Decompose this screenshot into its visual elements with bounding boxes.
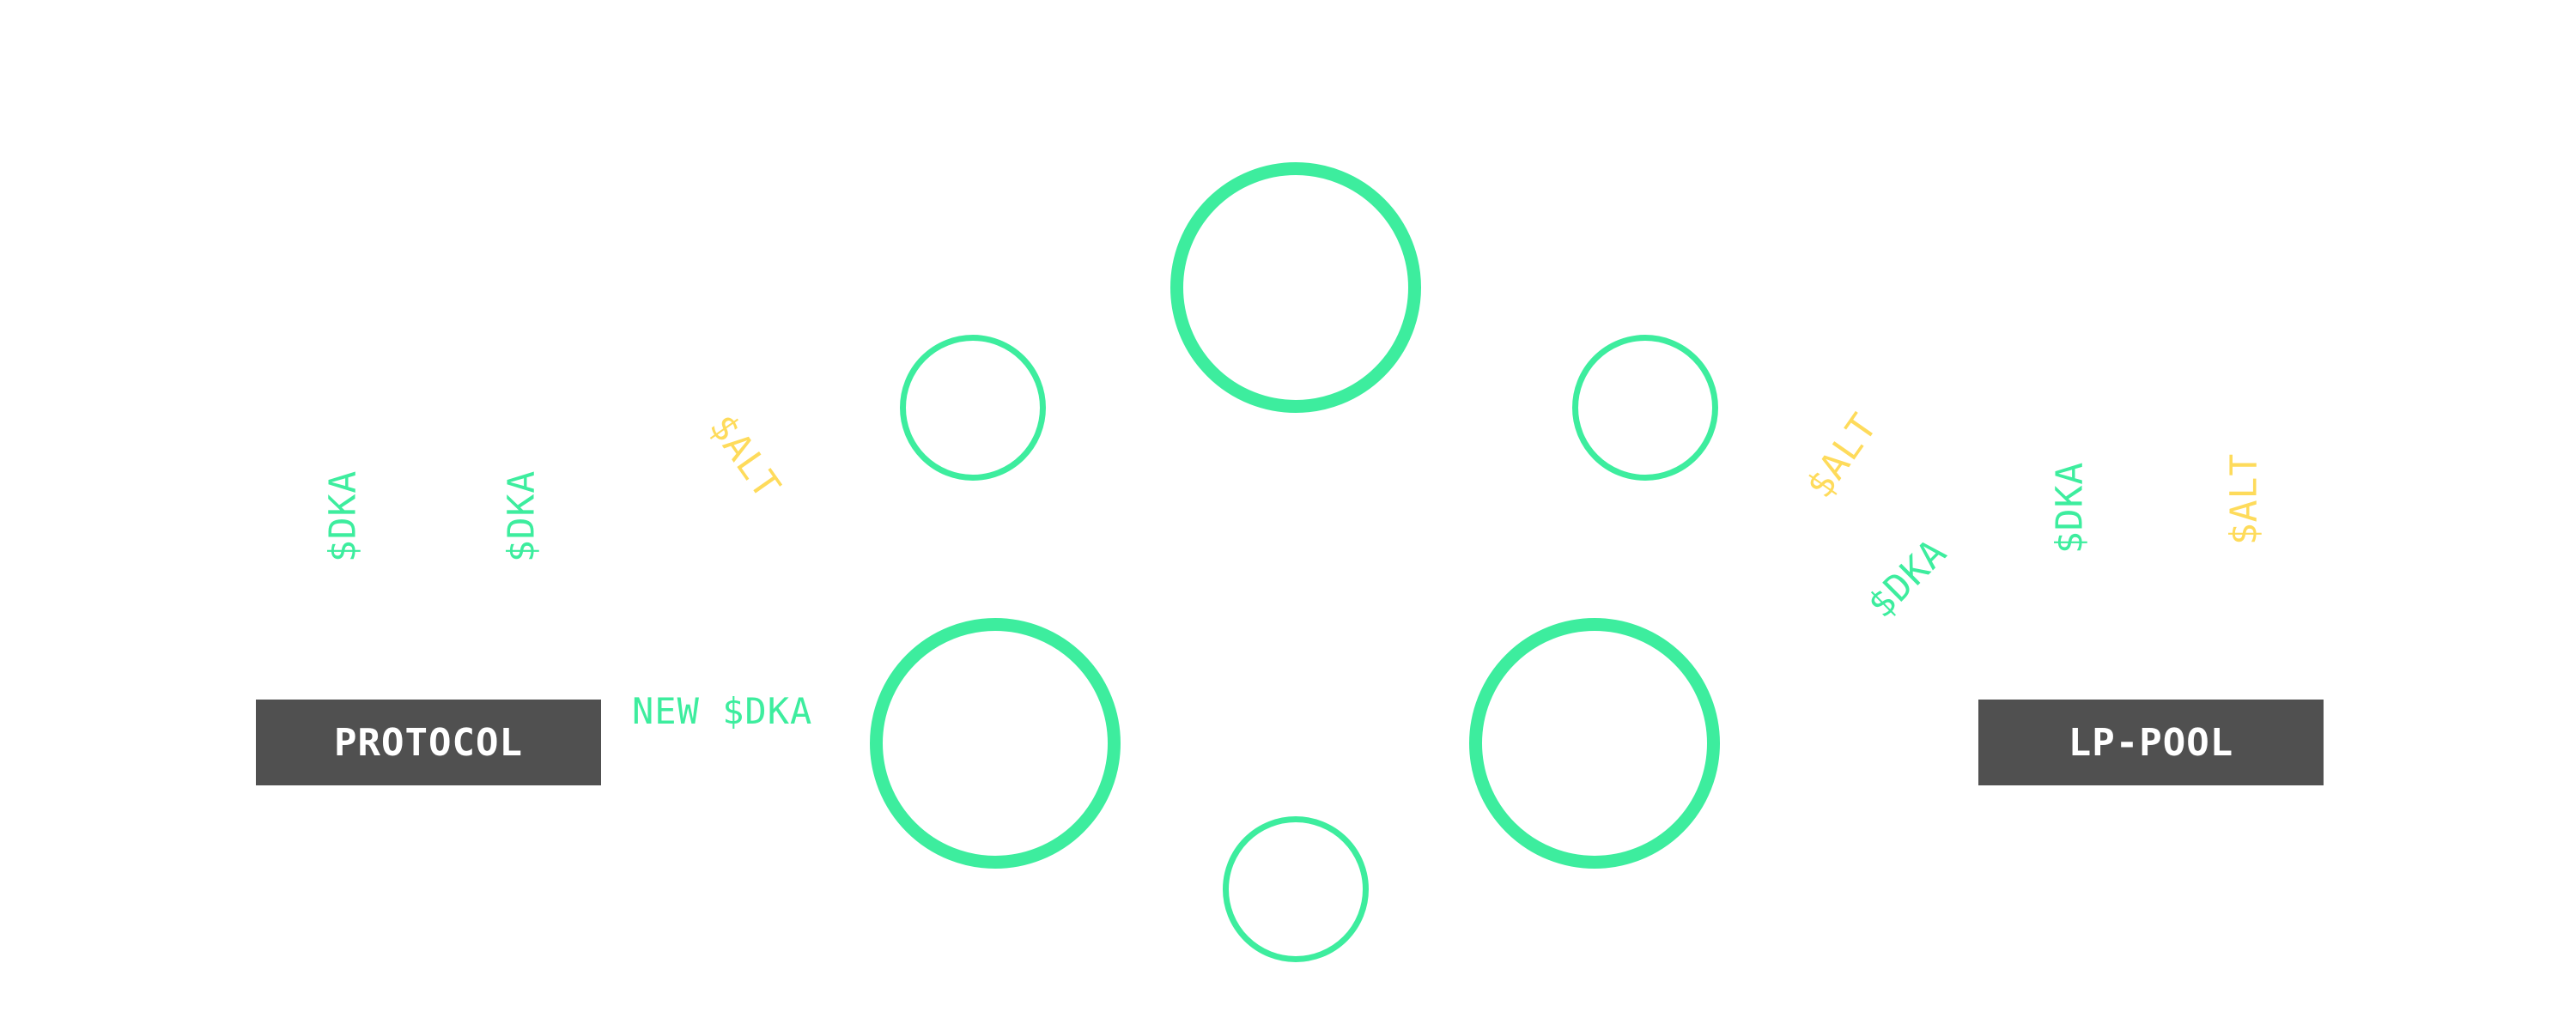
token-dka-right-1: $DKA [1859, 530, 1956, 627]
protocol-label: PROTOCOL [334, 720, 523, 765]
small-ring-bottom [1223, 816, 1369, 962]
token-dka-left-1: $DKA [321, 470, 365, 563]
token-alt-right-2: $ALT [2222, 452, 2266, 546]
small-ring-right [1572, 335, 1718, 481]
token-alt-left: $ALT [700, 406, 789, 507]
new-dka-label: NEW $DKA [632, 690, 813, 732]
small-ring-left [900, 335, 1046, 481]
large-ring-right [1469, 618, 1720, 869]
lp-pool-box: LP-POOL [1978, 700, 2324, 785]
large-ring-left [870, 618, 1121, 869]
lp-pool-label: LP-POOL [2068, 720, 2234, 765]
token-alt-right-1: $ALT [1798, 405, 1886, 506]
protocol-box: PROTOCOL [256, 700, 601, 785]
token-dka-right-2: $DKA [2048, 461, 2092, 554]
token-dka-left-2: $DKA [500, 470, 544, 563]
large-ring-top [1170, 162, 1421, 413]
